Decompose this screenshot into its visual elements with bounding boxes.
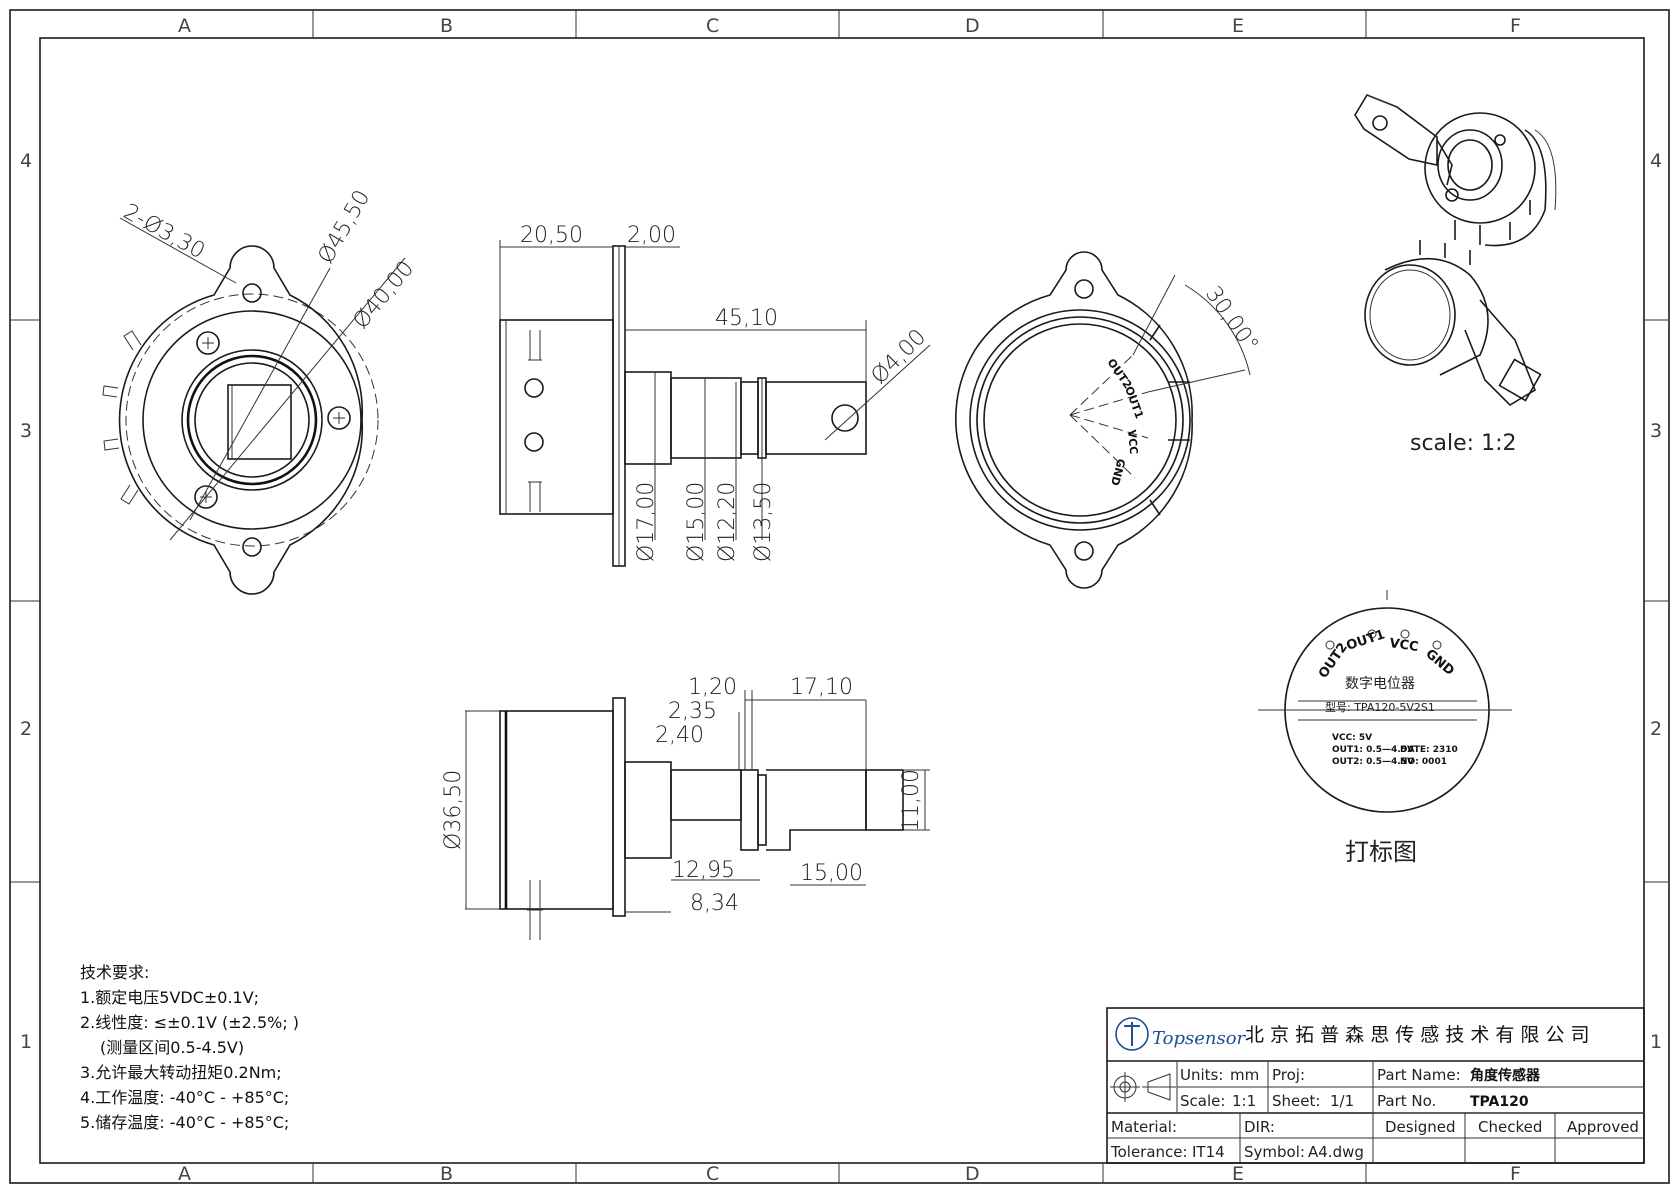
- grid-col-b-bottom: B: [440, 1163, 453, 1185]
- dim-d12-label: Ø12,20: [715, 482, 740, 562]
- notes-line-6: 5.储存温度: -40°C - +85°C;: [80, 1113, 289, 1132]
- grid-row-2-right: 2: [1650, 718, 1662, 740]
- dim-d17-label: Ø17,00: [634, 482, 659, 562]
- logo-text: Topsensor: [1152, 1028, 1247, 1049]
- grid-row-2-left: 2: [20, 718, 32, 740]
- grid-col-e-bottom: E: [1232, 1163, 1244, 1185]
- grid-row-4-right: 4: [1650, 150, 1662, 172]
- part-name-label: Part Name:: [1377, 1066, 1461, 1084]
- grid-ticks: [10, 10, 1669, 1183]
- grid-col-f-top: F: [1510, 15, 1521, 37]
- dim-body-length-label: 20,50: [520, 223, 583, 248]
- rear-pin-out1: OUT1: [1122, 385, 1146, 421]
- units-value: mm: [1230, 1066, 1259, 1084]
- dim-holes-label: 2-Ø3,30: [119, 199, 209, 264]
- checked-label: Checked: [1478, 1118, 1542, 1136]
- inner-frame: [39, 37, 1645, 1164]
- mark-model: 型号: TPA120-5V2S1: [1325, 700, 1435, 714]
- grid-row-1-left: 1: [20, 1031, 32, 1053]
- title-block: [1106, 1007, 1645, 1164]
- designed-label: Designed: [1385, 1118, 1456, 1136]
- tolerance-label: Tolerance:: [1110, 1143, 1188, 1161]
- marking-view: [1258, 590, 1512, 813]
- company-name: 北 京 拓 普 森 思 传 感 技 术 有 限 公 司: [1245, 1024, 1590, 1046]
- sheet-value: 1/1: [1330, 1092, 1354, 1110]
- mark-line-out2: OUT2: 0.5—4.5V: [1332, 757, 1414, 767]
- grid-col-a-bottom: A: [178, 1163, 191, 1185]
- front-view: [102, 217, 406, 595]
- dir-label: DIR:: [1244, 1118, 1275, 1136]
- dim-11-00-label: 11,00: [899, 769, 924, 832]
- notes-line-3: (测量区间0.5-4.5V): [100, 1038, 244, 1057]
- dim-1-20-label: 1,20: [688, 675, 737, 700]
- dim-36-50-label: Ø36,50: [441, 770, 466, 850]
- dim-inner-diameter-label: Ø40,00: [348, 256, 419, 334]
- part-name-value: 角度传感器: [1470, 1067, 1541, 1084]
- dim-angle-label: 30,00°: [1200, 282, 1263, 357]
- rear-view: [955, 251, 1251, 589]
- part-no-label: Part No.: [1377, 1092, 1436, 1110]
- grid-col-b-top: B: [440, 15, 453, 37]
- units-label: Units:: [1180, 1066, 1223, 1084]
- notes-line-5: 4.工作温度: -40°C - +85°C;: [80, 1088, 289, 1107]
- outer-frame: [9, 9, 1670, 1184]
- mark-line-no: NO: 0001: [1400, 757, 1447, 767]
- grid-col-d-bottom: D: [965, 1163, 980, 1185]
- dim-17-10-label: 17,10: [790, 675, 853, 700]
- grid-col-a-top: A: [178, 15, 191, 37]
- part-no-value: TPA120: [1470, 1094, 1529, 1110]
- dim-12-95-label: 12,95: [672, 858, 735, 883]
- symbol-value: A4.dwg: [1308, 1143, 1364, 1161]
- dim-outer-diameter-label: Ø45,50: [314, 186, 376, 268]
- rear-pin-vcc: VCC: [1125, 429, 1140, 455]
- symbol-label: Symbol:: [1244, 1143, 1305, 1161]
- grid-row-3-right: 3: [1650, 420, 1662, 442]
- mark-pin-gnd: GND: [1422, 647, 1457, 679]
- sheet-label: Sheet:: [1272, 1092, 1320, 1110]
- notes-line-1: 1.额定电压5VDC±0.1V;: [80, 988, 259, 1007]
- dim-2-35-label: 2,35: [668, 699, 717, 724]
- iso-view-top: [1354, 94, 1557, 247]
- mark-pin-out1: OUT1: [1345, 627, 1387, 653]
- dim-15-00-label: 15,00: [800, 861, 863, 886]
- notes-line-4: 3.允许最大转动扭矩0.2Nm;: [80, 1063, 282, 1082]
- dim-8-34-label: 8,34: [690, 891, 739, 916]
- mark-line-out1: OUT1: 0.5—4.5V: [1332, 745, 1414, 755]
- dim-d13-label: Ø13,50: [751, 482, 776, 562]
- mark-caption: 打标图: [1345, 838, 1417, 866]
- proj-label: Proj:: [1272, 1066, 1305, 1084]
- dim-d15-label: Ø15,00: [684, 482, 709, 562]
- mark-line-date: DATE: 2310: [1400, 745, 1458, 755]
- notes-line-2: 2.线性度: ≤±0.1V (±2.5%; ): [80, 1013, 299, 1032]
- dim-flange-label: 2,00: [627, 223, 676, 248]
- grid-col-c-top: C: [706, 15, 719, 37]
- mark-pin-vcc: VCC: [1388, 636, 1419, 655]
- material-label: Material:: [1111, 1118, 1177, 1136]
- mark-title: 数字电位器: [1345, 676, 1415, 692]
- iso-view-bottom: [1364, 240, 1542, 407]
- side-view: [499, 240, 931, 567]
- dim-2-40-label: 2,40: [655, 723, 704, 748]
- grid-row-3-left: 3: [20, 420, 32, 442]
- dim-shaft-hole-label: Ø4,00: [867, 325, 932, 390]
- scale-label: Scale:: [1180, 1092, 1225, 1110]
- grid-col-f-bottom: F: [1510, 1163, 1521, 1185]
- mark-line-vcc: VCC: 5V: [1332, 733, 1372, 743]
- rear-pin-gnd: GND: [1108, 457, 1128, 487]
- grid-col-c-bottom: C: [706, 1163, 719, 1185]
- grid-row-4-left: 4: [20, 150, 32, 172]
- notes-heading: 技术要求:: [80, 963, 149, 982]
- bottom-view: [465, 690, 930, 940]
- dim-total-length-label: 45,10: [715, 306, 778, 331]
- approved-label: Approved: [1567, 1118, 1639, 1136]
- grid-col-e-top: E: [1232, 15, 1244, 37]
- grid-row-1-right: 1: [1650, 1031, 1662, 1053]
- scale-value: 1:1: [1232, 1092, 1256, 1110]
- tolerance-value: IT14: [1192, 1143, 1225, 1161]
- grid-col-d-top: D: [965, 15, 980, 37]
- iso-scale-label: scale: 1:2: [1410, 431, 1517, 456]
